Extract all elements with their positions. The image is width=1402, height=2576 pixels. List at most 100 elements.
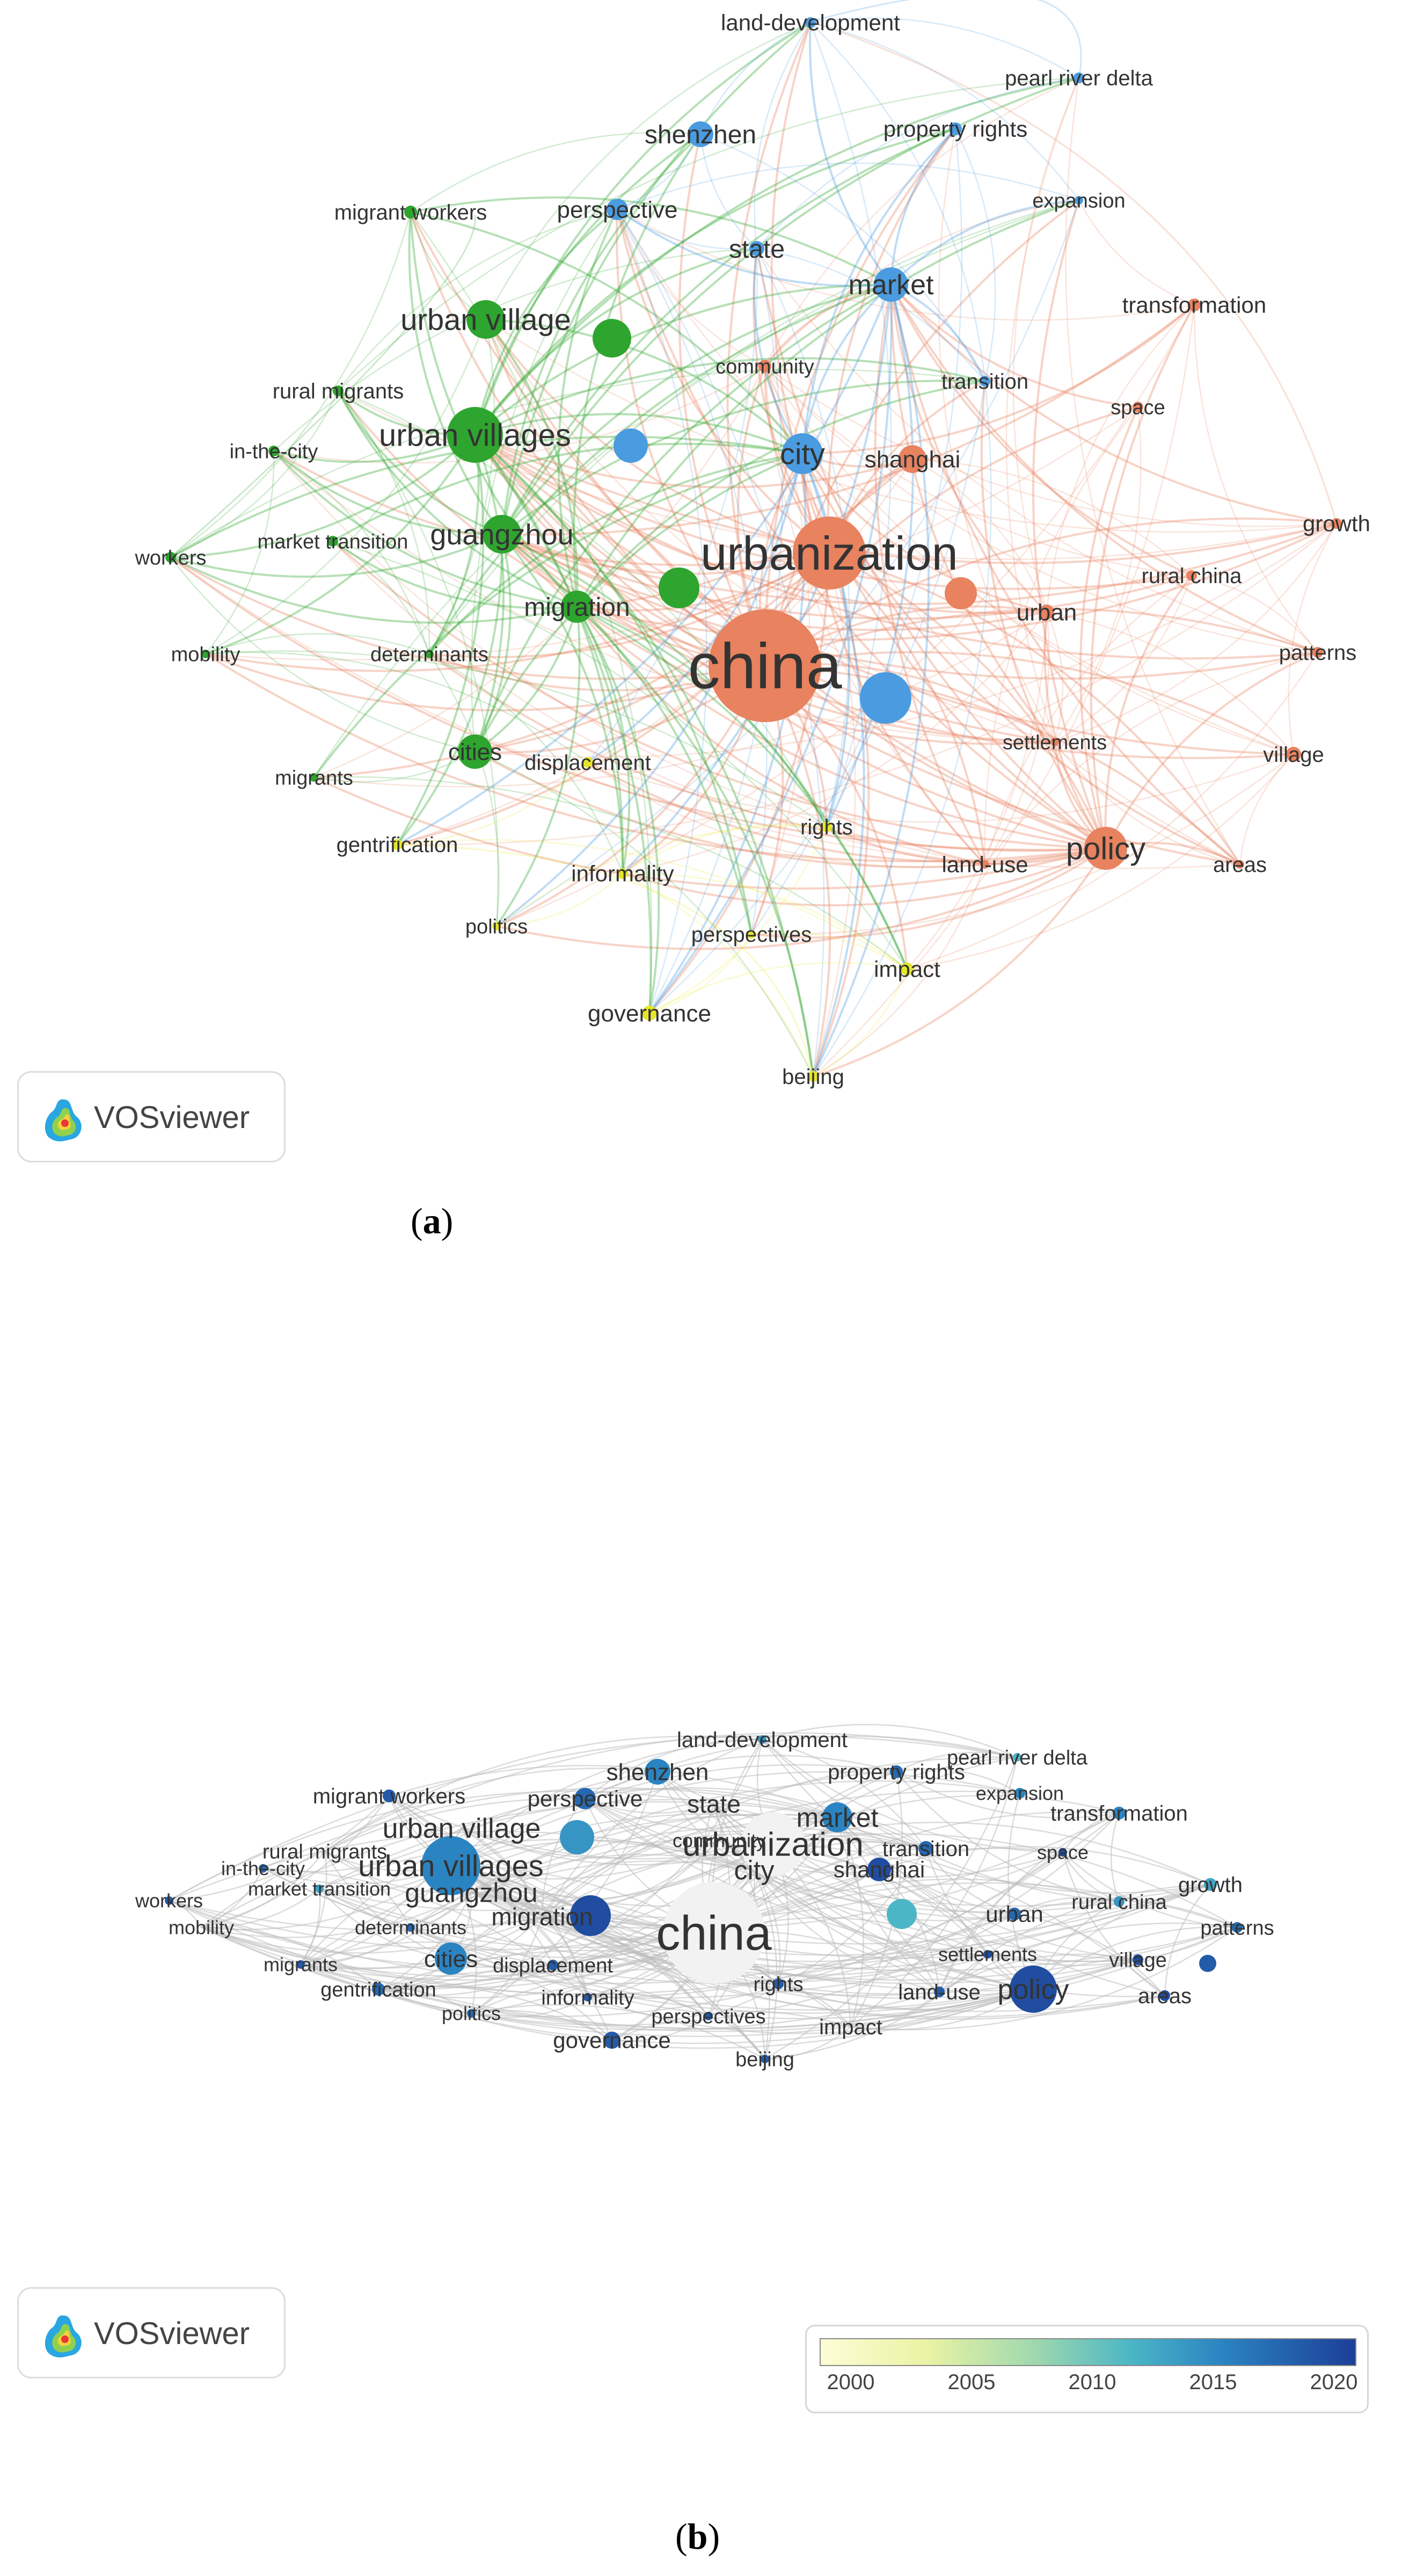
edge-line [474,534,512,752]
edge-line [810,22,986,382]
edge-line [471,1913,1015,2026]
edge-line [474,357,985,436]
keyword-node [981,860,989,869]
keyword-node [709,609,821,722]
edge-line [474,606,578,753]
edge-line [890,284,1241,865]
edge-line [907,612,1048,970]
edge-line [764,2026,851,2060]
keyword-label: politics [442,2003,501,2025]
edge-line [542,1803,714,1917]
edge-line [813,304,1195,1077]
keyword-node [466,300,505,339]
keyword-node [1331,518,1342,529]
keyword-label: governance [553,2028,671,2053]
edge-line [622,872,814,1077]
keyword-node [333,385,344,396]
edge-line [1062,1812,1120,1853]
edge-line [828,552,986,865]
edge-line [397,839,908,970]
edge-line [501,128,956,535]
edge-line [471,1996,588,2018]
edge-line [474,283,892,436]
edge-line [576,606,908,970]
edge-line [169,1831,755,1902]
edge-line [450,1865,613,2041]
keyword-node [1113,1807,1126,1820]
edge-line [332,540,578,609]
keyword-label: city [734,1855,775,1886]
keyword-node [483,515,521,554]
keyword-node [1188,299,1201,311]
keyword-node [934,1986,945,1997]
keyword-node [821,821,832,832]
keyword-label: rural china [1142,564,1243,588]
edge-line [273,450,830,566]
keyword-label: mobility [169,1917,234,1939]
edge-line [576,380,985,608]
edge-line [1032,200,1107,849]
edge-line [428,434,480,655]
keyword-label: urban villages [379,418,571,453]
edge-line [273,450,430,654]
edge-line [474,77,1079,436]
keyword-node [404,206,417,219]
edge-line [812,552,870,1077]
edge-line [273,450,985,865]
edge-line [378,1988,472,2014]
edge-line [1054,575,1193,743]
edge-line [616,209,765,367]
keyword-node [758,1735,766,1744]
edge-line [410,132,701,213]
edge-line [649,934,753,1014]
keyword-node [918,1841,933,1856]
keyword-node [1075,196,1083,205]
edge-line [378,1985,612,2041]
edge-line [616,209,768,935]
edge-line [408,212,503,535]
edge-line [801,453,986,865]
edge-line [764,199,1080,666]
keyword-node [860,672,911,724]
edge-line [332,442,803,542]
edge-line [495,453,804,927]
scale-tick: 2010 [1068,2370,1116,2394]
edge-line [397,523,1337,846]
edge-line [201,1883,1211,1999]
edge-line [813,864,986,1078]
keyword-label: governance [588,1000,711,1027]
edge-line [205,552,830,672]
edge-line [810,17,1079,79]
edge-line [378,1840,720,1990]
edge-line [1054,741,1240,865]
keyword-label: informality [571,861,674,886]
edge-line [201,1926,1138,2029]
keyword-label: property rights [883,117,1027,142]
edge-line [587,753,1294,823]
edge-line [1033,1926,1238,1990]
edge-line [450,1958,612,2041]
keyword-node [327,536,338,547]
edge-line [501,533,1318,680]
edge-line [313,776,1106,890]
edge-line [396,534,503,846]
keyword-node [1236,860,1244,869]
keyword-node [704,2012,713,2020]
edge-line [396,434,485,846]
edge-line [984,574,1192,865]
edge-line [429,653,624,874]
vosviewer-logo-icon [45,2315,82,2357]
edge-line [471,2010,612,2041]
edge-line [764,365,1337,527]
edge-line [429,552,830,658]
edge-line [938,1851,1063,1992]
keyword-node [1008,1908,1021,1920]
keyword-node [492,922,501,930]
keyword-node [392,839,403,850]
edge-line [754,1869,1165,1997]
keyword-label: cities [448,739,502,765]
edge-line [1191,574,1318,653]
edge-line [1007,1793,1034,1990]
edge-line [801,453,851,827]
edge-line [616,209,830,554]
